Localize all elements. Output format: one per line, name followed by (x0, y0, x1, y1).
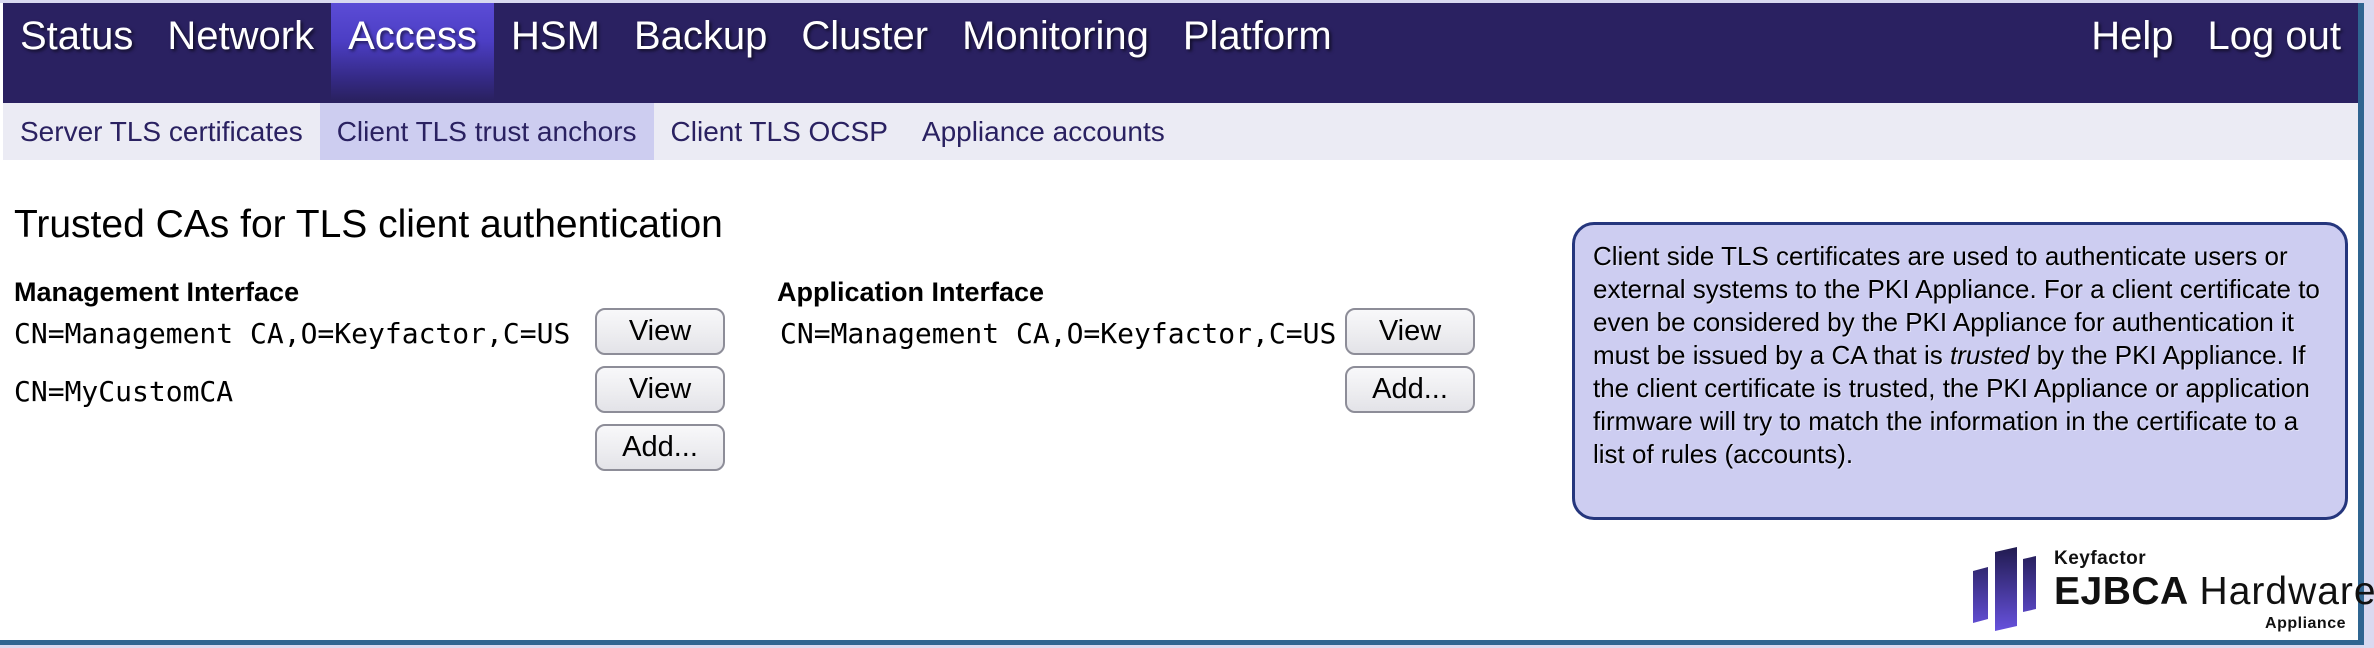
management-view-button-2[interactable]: View (595, 366, 725, 413)
nav-item-backup[interactable]: Backup (633, 14, 768, 58)
nav-item-access[interactable]: Access (331, 3, 495, 103)
application-certificate-subject-1: CN=Management CA,O=Keyfactor,C=US (780, 317, 1337, 350)
page-title: Trusted CAs for TLS client authenticatio… (14, 203, 723, 246)
nav-spacer (1349, 3, 2075, 103)
subnav-item-appliance-accounts[interactable]: Appliance accounts (921, 115, 1165, 147)
info-box-italic-word: trusted (1949, 340, 2030, 370)
logo-text: Keyfactor EJBCA Hardware Appliance (2054, 548, 2374, 633)
nav-item-monitoring[interactable]: Monitoring (962, 14, 1149, 58)
logo-product-regular: Hardware (2199, 570, 2374, 613)
nav-item-hsm[interactable]: HSM (511, 14, 600, 58)
nav-item-help[interactable]: Help (2091, 14, 2174, 58)
application-add-button[interactable]: Add... (1345, 366, 1475, 413)
top-navigation-bar: Status Network Access HSM Backup Cluster… (3, 3, 2358, 103)
info-box: Client side TLS certificates are used to… (1572, 222, 2348, 520)
logo-product-name: EJBCA Hardware (2054, 570, 2374, 614)
management-add-button[interactable]: Add... (595, 424, 725, 471)
keyfactor-ejbca-logo: Keyfactor EJBCA Hardware Appliance (1970, 546, 2374, 638)
sub-navigation-bar: Server TLS certificates Client TLS trust… (3, 103, 2358, 160)
info-box-text-after: by the PKI Appliance. If the client cert… (1593, 340, 2310, 469)
logo-brand-name: Keyfactor (2054, 548, 2147, 569)
management-interface-heading: Management Interface (14, 277, 300, 307)
subnav-item-server-tls-certificates[interactable]: Server TLS certificates (20, 115, 303, 147)
subnav-item-client-tls-trust-anchors[interactable]: Client TLS trust anchors (319, 103, 654, 160)
application-view-button-1[interactable]: View (1345, 308, 1475, 355)
info-box-text-before: Client side TLS certificates are used to… (1593, 241, 2320, 370)
nav-item-cluster[interactable]: Cluster (801, 14, 929, 58)
logo-subtitle: Appliance (2265, 615, 2346, 632)
nav-item-status[interactable]: Status (20, 14, 134, 58)
management-view-button-1[interactable]: View (595, 308, 725, 355)
application-interface-heading: Application Interface (777, 277, 1045, 307)
nav-item-logout[interactable]: Log out (2207, 14, 2341, 58)
management-certificate-subject-2: CN=MyCustomCA (14, 375, 234, 408)
logo-bars-icon (1973, 547, 2036, 631)
frame-bottom-border (0, 640, 2364, 645)
logo-product-bold: EJBCA (2054, 570, 2189, 613)
subnav-item-client-tls-ocsp[interactable]: Client TLS OCSP (670, 115, 888, 147)
nav-item-network[interactable]: Network (167, 14, 315, 58)
nav-item-platform[interactable]: Platform (1182, 14, 1332, 58)
frame-right-border (2358, 3, 2364, 644)
management-certificate-subject-1: CN=Management CA,O=Keyfactor,C=US (14, 317, 571, 350)
